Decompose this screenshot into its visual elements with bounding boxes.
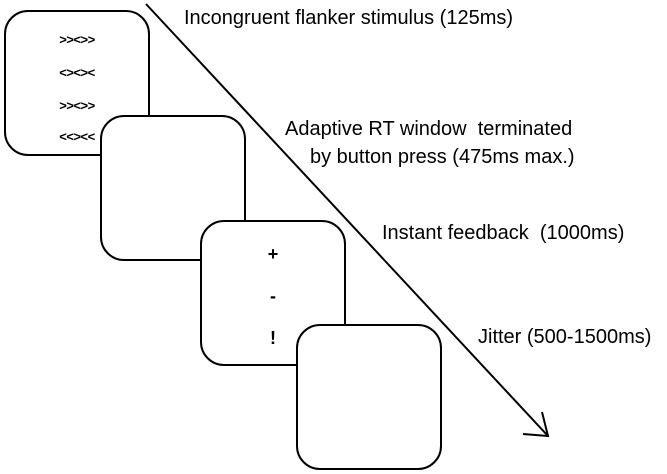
feedback-label: Instant feedback (1000ms) xyxy=(382,222,625,244)
stimulus-screen: >><>> <><>< >><>> <<><< xyxy=(4,10,150,156)
jitter-screen xyxy=(296,324,442,470)
stimulus-row: <<><< xyxy=(59,129,95,144)
feedback-plus: + xyxy=(267,244,279,264)
feedback-exclamation: ! xyxy=(270,328,276,348)
stimulus-row: <><>< xyxy=(59,65,95,80)
stimulus-row: >><>> xyxy=(59,98,95,113)
feedback-minus: - xyxy=(270,286,276,306)
time-arrow-head xyxy=(522,411,550,438)
response-label-line2: by button press (475ms max.) xyxy=(310,146,575,168)
time-arrow-line xyxy=(145,3,549,437)
jitter-label: Jitter (500-1500ms) xyxy=(478,326,652,348)
stimulus-row: >><>> xyxy=(59,32,95,47)
response-label-line1: Adaptive RT window terminated xyxy=(285,118,573,140)
stimulus-label: Incongruent flanker stimulus (125ms) xyxy=(184,7,514,29)
